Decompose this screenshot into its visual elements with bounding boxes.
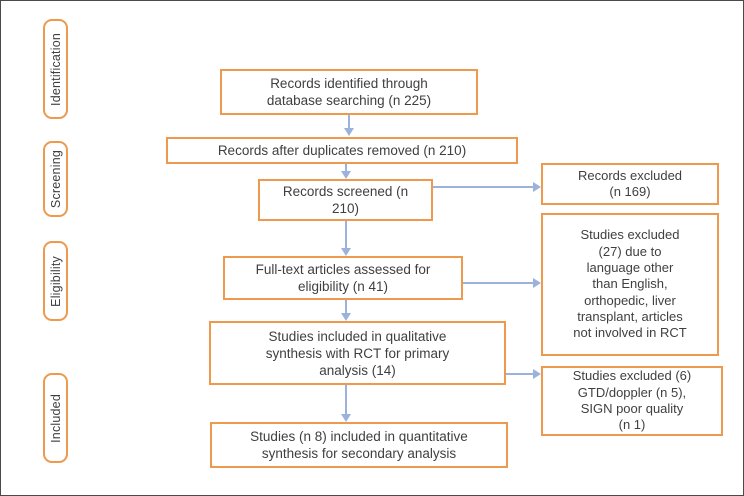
stage-label-screening-text: Screening [48, 149, 63, 209]
exclusion-box-studies-excluded-6: Studies excluded (6) GTD/doppler (n 5), … [541, 366, 723, 436]
flow-box-qualitative-synthesis: Studies included in qualitative synthesi… [209, 321, 506, 385]
arrow-duplicates-to-screened [345, 164, 347, 172]
arrow-screened-to-fulltext [345, 221, 347, 249]
exclusion-box-records-excluded: Records excluded (n 169) [541, 163, 719, 205]
flow-box-quantitative-synthesis: Studies (n 8) included in quantitative s… [210, 422, 508, 468]
stage-label-included-text: Included [48, 393, 63, 443]
arrow-qualitative-to-studies-excluded-6 [506, 373, 534, 375]
arrow-fulltext-to-studies-excluded-27 [463, 282, 534, 284]
arrow-fulltext-to-qualitative [345, 300, 347, 314]
stage-label-identification-text: Identification [48, 32, 63, 106]
flow-box-fulltext-articles-assessed: Full-text articles assessed for eligibil… [223, 256, 463, 300]
arrow-identified-to-duplicates [348, 115, 350, 129]
stage-label-identification: Identification [43, 19, 68, 119]
arrow-qualitative-to-quantitative [345, 385, 347, 415]
stage-label-screening: Screening [43, 141, 68, 217]
stage-label-eligibility: Eligibility [43, 241, 68, 321]
exclusion-box-studies-excluded-27: Studies excluded (27) due to language ot… [541, 213, 719, 356]
flow-box-records-after-duplicates-removed: Records after duplicates removed (n 210) [166, 137, 518, 164]
flow-box-records-identified: Records identified through database sear… [220, 69, 478, 115]
stage-label-eligibility-text: Eligibility [48, 255, 63, 307]
flow-box-records-screened: Records screened (n 210) [258, 179, 433, 221]
arrow-screened-to-records-excluded [433, 186, 534, 188]
stage-label-included: Included [43, 373, 68, 463]
